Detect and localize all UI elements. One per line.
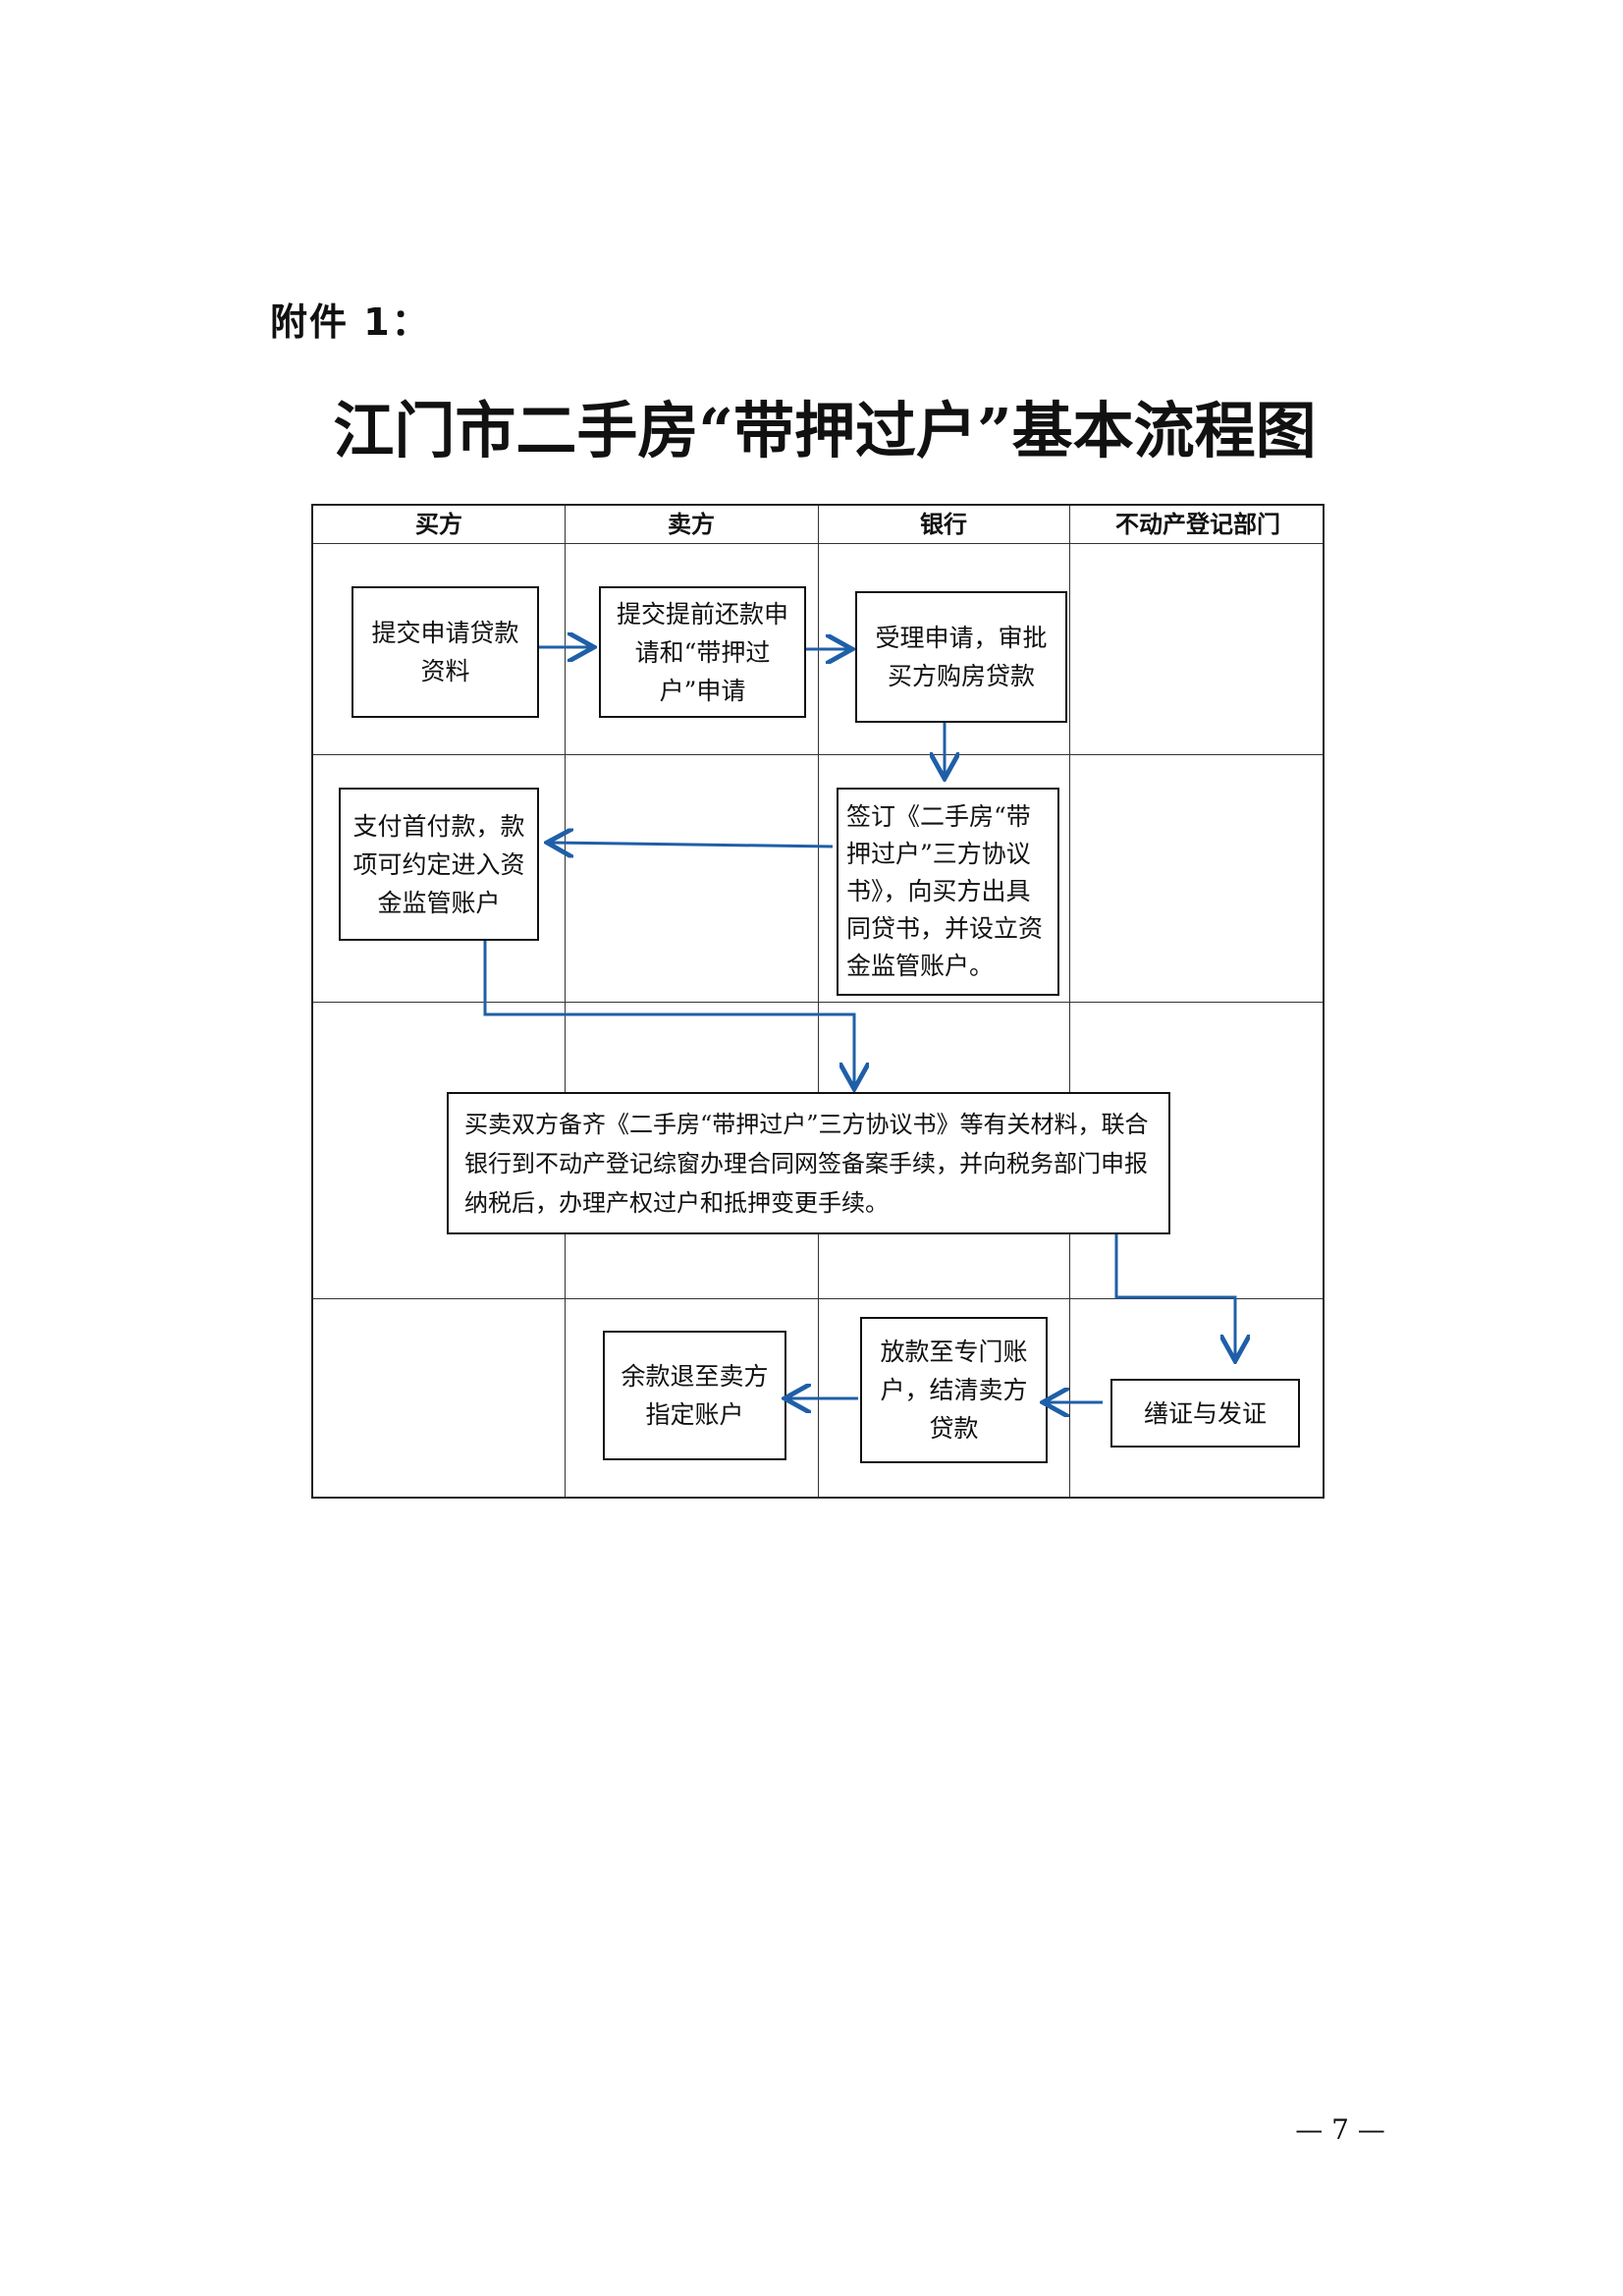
lane-header-seller: 卖方 (668, 510, 715, 538)
step-text: 余款退至卖方指定账户 (621, 1362, 769, 1429)
lane-divider (1069, 506, 1070, 1497)
lane-header-buyer: 买方 (415, 510, 462, 538)
step-text: 提交提前还款申请和“带押过户”申请 (616, 599, 788, 705)
step-text: 支付首付款，款项可约定进入资金监管账户 (352, 811, 525, 917)
row-divider (313, 754, 1323, 755)
step-text: 签订《二手房“带押过户”三方协议书》，向买方出具同贷书，并设立资金监管账户。 (846, 802, 1044, 980)
step-text: 缮证与发证 (1143, 1398, 1267, 1428)
step-joint-filing-and-transfer: 买卖双方备齐《二手房“带押过户”三方协议书》等有关材料，联合银行到不动产登记综窗… (447, 1092, 1170, 1234)
step-text: 放款至专门账户，结清卖方贷款 (880, 1338, 1028, 1443)
swimlane-table: 买方 卖方 银行 不动产登记部门 提交申请贷款资料 提交提前还款申请和“带押过户… (311, 504, 1325, 1499)
row-divider (313, 1298, 1323, 1299)
lane-header-bank: 银行 (920, 510, 967, 538)
lane-header-registry: 不动产登记部门 (1115, 510, 1280, 538)
attachment-label: 附件 1： (270, 301, 431, 344)
document-title: 江门市二手房“带押过户”基本流程图 (333, 395, 1317, 466)
step-buyer-pay-down-payment: 支付首付款，款项可约定进入资金监管账户 (339, 788, 539, 941)
step-text: 提交申请贷款资料 (371, 619, 519, 685)
step-text: 受理申请，审批买方购房贷款 (875, 624, 1048, 690)
row-divider (313, 1002, 1323, 1003)
step-seller-apply-prepayment: 提交提前还款申请和“带押过户”申请 (599, 586, 806, 718)
step-buyer-submit-loan-documents: 提交申请贷款资料 (352, 586, 539, 718)
step-seller-receive-balance: 余款退至卖方指定账户 (603, 1331, 786, 1460)
step-registry-issue-certificate: 缮证与发证 (1110, 1379, 1300, 1448)
page-number: — 7 — (1295, 2113, 1385, 2146)
header-divider (313, 543, 1323, 544)
step-bank-release-funds: 放款至专门账户，结清卖方贷款 (860, 1317, 1048, 1463)
step-bank-sign-agreement: 签订《二手房“带押过户”三方协议书》，向买方出具同贷书，并设立资金监管账户。 (837, 788, 1059, 996)
step-text: 买卖双方备齐《二手房“带押过户”三方协议书》等有关材料，联合银行到不动产登记综窗… (464, 1110, 1149, 1217)
step-bank-approve-loan: 受理申请，审批买方购房贷款 (855, 591, 1067, 723)
